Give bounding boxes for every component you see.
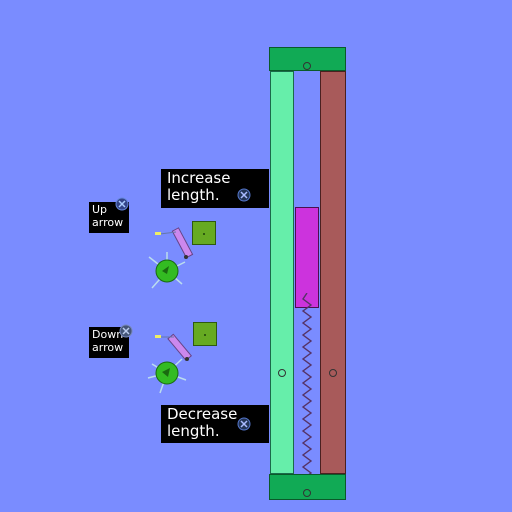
light-rail [270,71,294,474]
lower-mechanism [147,333,193,394]
close-icon[interactable] [119,324,133,338]
decrease-button[interactable] [193,322,217,346]
bolt-icon [329,369,337,377]
down-arrow-text: Down arrow [92,328,124,354]
up-arrow-text: Up arrow [92,203,124,229]
increase-length-text: Increase length. [167,169,231,205]
decrease-length-label: Decrease length. [161,405,269,443]
purple-slider[interactable] [295,207,319,308]
apparatus [269,47,347,501]
close-icon[interactable] [115,197,129,211]
lever-icon [167,333,193,362]
spring-icon [301,293,313,494]
increase-button[interactable] [192,221,216,245]
close-icon[interactable] [237,417,251,431]
close-icon[interactable] [237,188,251,202]
bolt-icon [278,369,286,377]
bolt-icon [303,489,311,497]
lever-icon [171,227,194,259]
bottom-cap [269,474,346,500]
upper-mechanism [148,227,194,289]
decrease-length-text: Decrease length. [167,405,238,441]
brown-rail [320,71,346,474]
bolt-icon [303,62,311,70]
increase-length-label: Increase length. [161,169,269,208]
